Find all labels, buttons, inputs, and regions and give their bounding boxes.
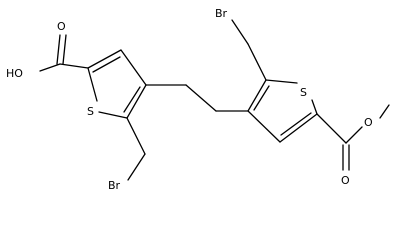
- acid-carbonyl-oxygen-label: O: [57, 20, 66, 33]
- left-bromomethyl-group: [126, 117, 146, 181]
- left-bromine-label: Br: [108, 179, 121, 192]
- left-thiophene-ring: [87, 49, 147, 119]
- chemical-structure: HO O S Br Br S O O: [6, 7, 390, 192]
- ester-carbonyl-oxygen-label: O: [341, 174, 350, 187]
- carboxylic-acid-group: [39, 34, 89, 72]
- hydroxyl-label: HO: [6, 67, 23, 80]
- ester-oxygen-label: O: [364, 116, 373, 129]
- right-bromomethyl-group: [231, 19, 267, 81]
- right-bromine-label: Br: [215, 7, 228, 20]
- methyl-ester-group: [316, 104, 390, 171]
- right-sulfur-label: S: [300, 86, 307, 99]
- left-sulfur-label: S: [87, 105, 94, 118]
- right-thiophene-ring: [247, 79, 318, 143]
- ethylene-linker: [145, 84, 249, 112]
